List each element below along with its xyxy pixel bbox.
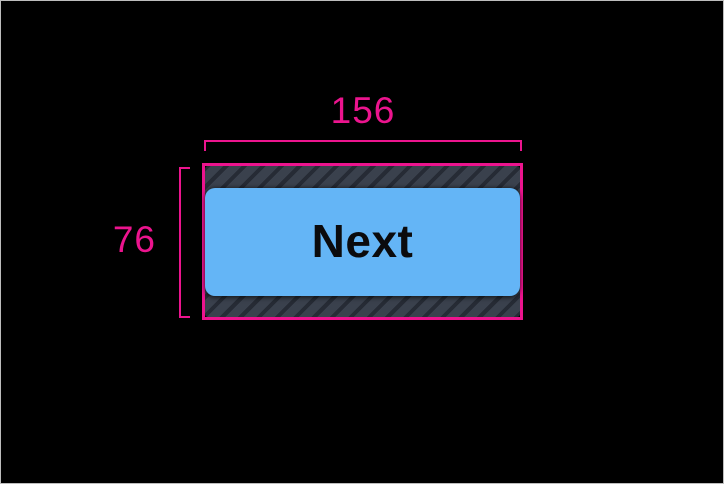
width-dimension-line (204, 140, 522, 151)
height-dimension-label: 76 (112, 219, 156, 260)
width-dimension-label: 156 (330, 90, 396, 131)
height-dimension-line (179, 167, 190, 318)
next-button[interactable]: Next (205, 187, 520, 296)
touch-target-box: Next (202, 163, 523, 320)
next-button-label: Next (311, 214, 414, 267)
